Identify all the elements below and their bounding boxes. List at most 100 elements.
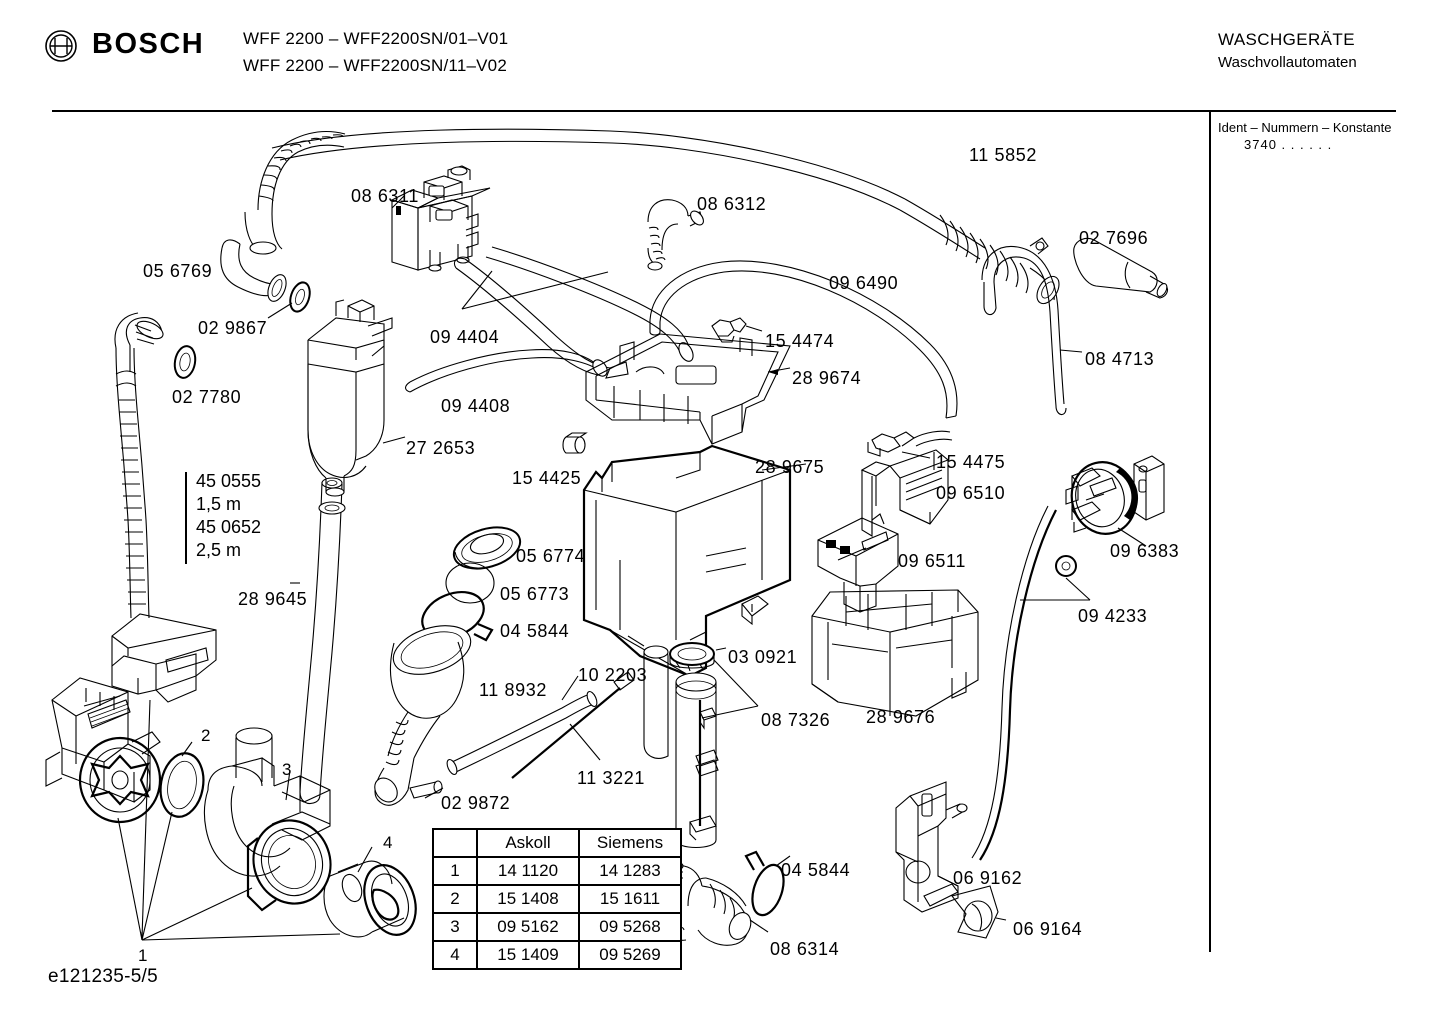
part-label-05-6769: 05 6769 xyxy=(143,261,213,281)
part-label-09-6510: 09 6510 xyxy=(936,483,1006,503)
table-cell-siemens: 09 5269 xyxy=(578,940,682,970)
table-cell-siemens: 14 1283 xyxy=(578,856,682,886)
drawing-corrugated-hose-top-left xyxy=(244,130,346,255)
part-label-28-9645: 28 9645 xyxy=(238,589,308,609)
drawing-oring-callout2 xyxy=(141,741,205,941)
part-label-02-7696: 02 7696 xyxy=(1079,228,1149,248)
table-row: 4 15 1409 09 5269 xyxy=(432,940,682,970)
model-designation-line-1: WFF 2200 – WFF2200SN/01–V01 xyxy=(243,29,509,48)
drawing-bracket-084713 xyxy=(981,237,1083,416)
part-label-08-4713: 08 4713 xyxy=(1085,349,1155,369)
part-label-15-4425: 15 4425 xyxy=(512,468,582,488)
table-row: 1 14 1120 14 1283 xyxy=(432,856,682,886)
brand-wordmark: BOSCH xyxy=(92,28,205,60)
table-cell-siemens: 15 1611 xyxy=(578,884,682,914)
table-cell-askoll: 09 5162 xyxy=(476,912,580,942)
part-label-10-2203: 10 2203 xyxy=(578,665,648,685)
part-label-08-7326: 08 7326 xyxy=(761,710,831,730)
drawing-drain-hose-assembly xyxy=(114,312,164,619)
part-label-02-9872: 02 9872 xyxy=(441,793,511,813)
part-label-06-9162: 06 9162 xyxy=(953,868,1023,888)
callout-number-3: 3 xyxy=(282,760,292,779)
hose-length-group: 45 0555 1,5 m 45 0652 2,5 m xyxy=(185,470,262,564)
header-divider-rule xyxy=(52,110,1396,112)
part-label-27-2653: 27 2653 xyxy=(406,438,476,458)
table-row: 3 09 5162 09 5268 xyxy=(432,912,682,942)
part-label-04-5844-upper: 04 5844 xyxy=(500,621,570,641)
part-label-06-9164: 06 9164 xyxy=(1013,919,1083,939)
drawing-hose-094408 xyxy=(404,349,608,393)
drawing-disc-056773 xyxy=(445,562,495,604)
table-cell-askoll: 14 1120 xyxy=(476,856,580,886)
drawing-bellows-118932 xyxy=(374,625,472,806)
part-label-04-5844-lower: 04 5844 xyxy=(781,860,851,880)
drawing-clamp-045844-upper xyxy=(421,591,494,642)
drawing-housing-289676 xyxy=(811,589,979,717)
drawing-hose-289645 xyxy=(290,477,343,805)
drawing-bracket-096511 xyxy=(817,513,899,613)
hose-length-bracket xyxy=(185,472,187,564)
part-label-28-9674: 28 9674 xyxy=(792,368,862,388)
part-label-05-6773: 05 6773 xyxy=(500,584,570,604)
drawing-seal-027780 xyxy=(173,345,197,379)
callout-number-4: 4 xyxy=(383,833,393,852)
drawing-cable-094233 xyxy=(971,505,1091,861)
department-title: WASCHGERÄTE xyxy=(1218,30,1355,49)
drawing-valve-086311 xyxy=(390,165,491,272)
table-header-askoll: Askoll xyxy=(476,828,580,858)
callout-number-2: 2 xyxy=(201,726,211,745)
table-cell-row-number: 2 xyxy=(432,884,478,914)
part-label-28-9675: 28 9675 xyxy=(755,457,825,477)
part-label-08-6311: 08 6311 xyxy=(351,186,419,206)
hose-length-line-3: 45 0652 xyxy=(196,517,262,537)
right-panel-divider-rule xyxy=(1209,112,1211,952)
part-label-02-9867: 02 9867 xyxy=(198,318,268,338)
drawing-rotor-096383 xyxy=(1065,455,1165,547)
drawing-sump-272653 xyxy=(307,299,406,515)
drawing-clip-154474 xyxy=(711,317,763,343)
table-cell-askoll: 15 1408 xyxy=(476,884,580,914)
part-label-09-4233: 09 4233 xyxy=(1078,606,1148,626)
sheet-code: e121235-5/5 xyxy=(48,966,159,987)
part-label-15-4475: 15 4475 xyxy=(936,452,1006,472)
drawing-ring-030921 xyxy=(669,642,727,672)
table-cell-siemens: 09 5268 xyxy=(578,912,682,942)
drawing-standpipe-087326 xyxy=(675,659,759,849)
table-cell-row-number: 3 xyxy=(432,912,478,942)
hose-length-line-2: 1,5 m xyxy=(196,494,242,514)
callout-number-1: 1 xyxy=(138,946,148,965)
part-label-11-5852: 11 5852 xyxy=(969,145,1037,165)
drawing-pump-motor xyxy=(45,677,162,941)
part-label-15-4474: 15 4474 xyxy=(765,331,835,351)
part-label-11-8932: 11 8932 xyxy=(479,680,547,700)
drawing-hose-056769 xyxy=(220,239,287,302)
department-subtitle: Waschvollautomaten xyxy=(1218,54,1357,71)
part-label-28-9676: 28 9676 xyxy=(866,707,936,727)
drawing-pump-cover-clip xyxy=(111,613,217,939)
part-label-05-6774: 05 6774 xyxy=(516,546,586,566)
drawing-drawer-cover-289674 xyxy=(585,333,791,445)
hose-length-line-4: 2,5 m xyxy=(196,540,242,560)
hose-length-line-1: 45 0555 xyxy=(196,471,262,491)
table-header-siemens: Siemens xyxy=(578,828,682,858)
part-label-09-6490: 09 6490 xyxy=(829,273,899,293)
table-header-row: Askoll Siemens xyxy=(432,828,682,858)
part-label-08-6314: 08 6314 xyxy=(770,939,840,959)
part-label-11-3221: 11 3221 xyxy=(577,768,645,788)
table-header-blank xyxy=(432,828,478,858)
part-label-09-4404: 09 4404 xyxy=(430,327,500,347)
bosch-logo-icon xyxy=(45,30,77,62)
drawing-filter-cap-callout4 xyxy=(141,846,417,941)
table-cell-row-number: 1 xyxy=(432,856,478,886)
part-label-09-6383: 09 6383 xyxy=(1110,541,1180,561)
part-label-02-7780: 02 7780 xyxy=(172,387,242,407)
table-cell-askoll: 15 1409 xyxy=(476,940,580,970)
drawing-pump-housing-callout3 xyxy=(141,727,332,941)
part-label-08-6312: 08 6312 xyxy=(697,194,767,214)
table-row: 2 15 1408 15 1611 xyxy=(432,884,682,914)
part-label-09-6511: 09 6511 xyxy=(898,551,966,571)
ident-numbers-title: Ident – Nummern – Konstante xyxy=(1218,120,1392,135)
drawing-bracket-069162 xyxy=(895,781,968,913)
drawing-seal-029867 xyxy=(267,281,311,319)
